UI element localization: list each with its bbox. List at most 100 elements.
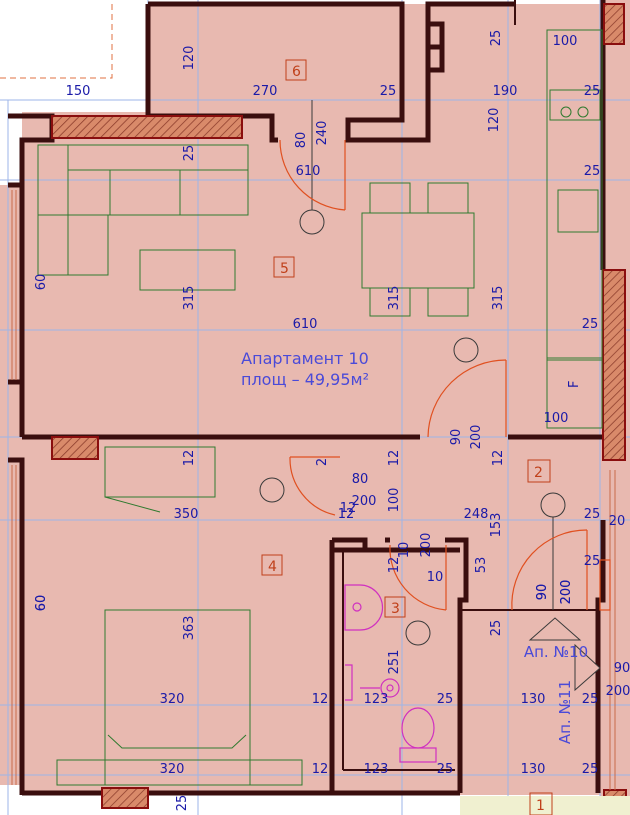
sanitary (344, 584, 437, 763)
stair-marker-b (574, 643, 601, 692)
dim-label: 123 (364, 692, 389, 707)
windows (51, 3, 627, 811)
dim-label: 25 (584, 84, 601, 99)
dim-label: 12 (182, 450, 197, 467)
fridge-label: F (567, 381, 582, 388)
dim-label: 200 (606, 684, 630, 699)
dim-label: 20 (609, 514, 626, 529)
dim-label: 315 (387, 286, 402, 311)
door-bath (389, 544, 447, 611)
stair-marker-a (528, 617, 582, 641)
apartment-name: Апартамент 10 (241, 349, 369, 368)
dim-label: 100 (387, 488, 402, 513)
floor-room-1 (460, 600, 610, 795)
shower (345, 664, 353, 701)
room-number-3: 3 (391, 601, 400, 617)
dim-label: 200 (559, 580, 574, 605)
room-number-2: 2 (534, 465, 543, 481)
dim-label: 60 (34, 274, 49, 291)
dim-label: 200 (469, 425, 484, 450)
dim-label: 53 (474, 557, 489, 574)
bottom-strip (460, 796, 630, 815)
dim-label: 120 (182, 46, 197, 71)
chimney (425, 21, 445, 73)
neighbor-apartment-10: Ап. №10 (524, 643, 588, 661)
window-kitchen (602, 269, 626, 461)
door-room6 (279, 139, 346, 211)
dim-label: 150 (66, 84, 91, 99)
dim-label: 123 (364, 762, 389, 777)
dim-label: 100 (553, 34, 578, 49)
dim-label: 200 (419, 533, 434, 558)
dim-label: 200 (352, 494, 377, 509)
dim-label: 80 (352, 472, 369, 487)
door-entrance (511, 529, 588, 611)
dim-label: 25 (437, 692, 454, 707)
bed (56, 609, 303, 786)
dim-label: 2 (315, 458, 330, 466)
room-number-5: 5 (280, 261, 289, 277)
dim-label: 251 (387, 650, 402, 675)
room-number-4: 4 (268, 559, 277, 575)
dim-label: 12 (387, 450, 402, 467)
dim-label: 25 (584, 507, 601, 522)
dim-label: 610 (296, 164, 321, 179)
wardrobe (104, 446, 216, 513)
sink (344, 584, 384, 631)
window-bedroom-top (51, 436, 99, 460)
room-numbers: 6 5 4 3 2 1 (268, 64, 545, 814)
furniture (37, 29, 603, 786)
dim-label: 350 (174, 507, 199, 522)
dim-label: 153 (489, 513, 504, 538)
door-living-kitchen (427, 359, 507, 438)
dim-label: 25 (584, 554, 601, 569)
dim-label: 120 (487, 108, 502, 133)
sofa (37, 144, 249, 276)
wall-left-lower (8, 457, 25, 795)
dim-label: 12 (387, 557, 402, 574)
dim-label: 25 (582, 692, 599, 707)
dim-label: 80 (294, 132, 309, 149)
dim-label: 315 (182, 286, 197, 311)
dim-label: 25 (437, 762, 454, 777)
dim-label: 130 (521, 692, 546, 707)
dim-label: 25 (489, 620, 504, 637)
dim-label: 10 (397, 542, 412, 559)
dining-table (361, 182, 475, 317)
dim-label: 610 (293, 317, 318, 332)
dim-label: 363 (182, 616, 197, 641)
dim-label: 25 (582, 762, 599, 777)
room-number-1: 1 (536, 798, 545, 814)
dim-label: 90 (535, 584, 550, 601)
dim-label: 90 (535, 584, 550, 601)
doors (279, 139, 611, 611)
dim-label: 60 (34, 595, 49, 612)
dim-label: 320 (160, 762, 185, 777)
dim-label: 90 (614, 661, 630, 676)
dim-label: 10 (427, 570, 444, 585)
dim-label: 25 (175, 795, 190, 812)
dim-label: 25 (182, 145, 197, 162)
apartment-area: площ – 49,95м² (241, 370, 369, 389)
coffee-table (139, 249, 236, 291)
kitchen-counter (546, 29, 603, 429)
dim-label: 25 (584, 164, 601, 179)
dim-label: 100 (544, 411, 569, 426)
window-living (51, 115, 243, 139)
dim-label: 25 (380, 84, 397, 99)
room-1-marker (529, 792, 553, 815)
dim-label: 270 (253, 84, 278, 99)
dim-label: 90 (449, 429, 464, 446)
dim-label: 60 (34, 595, 49, 612)
dim-label: 25 (582, 317, 599, 332)
dim-label: 12 (312, 692, 329, 707)
room-number-6: 6 (292, 64, 301, 80)
neighbor-apartment-11: Ап. №11 (556, 680, 574, 744)
dim-label: 315 (491, 286, 506, 311)
dim-label: 12 (491, 450, 506, 467)
room-number-boxes (261, 59, 551, 618)
wall-bath-right (445, 537, 469, 793)
dim-label: 12 (312, 762, 329, 777)
floor-room-6 (148, 4, 410, 116)
